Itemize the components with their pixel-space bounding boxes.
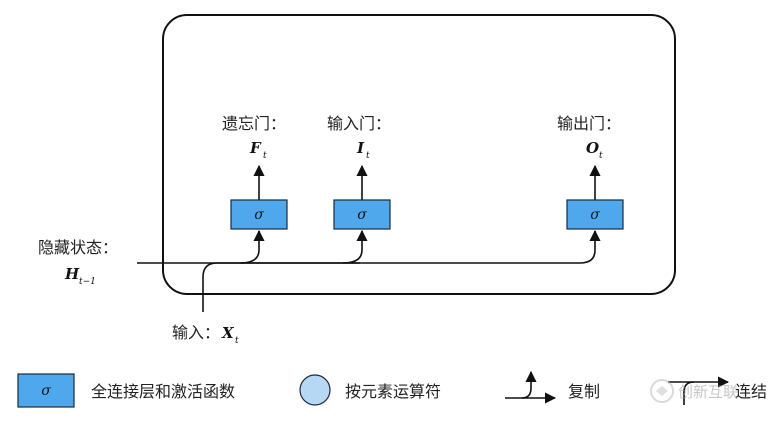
input-gate-sub: t <box>366 151 370 161</box>
input-x-label: 输入： <box>172 323 220 342</box>
forget-gate-box <box>230 199 288 230</box>
watermark-logo-icon <box>650 379 674 403</box>
hidden-state-label: 隐藏状态： <box>38 238 118 257</box>
forget-gate-sub: t <box>263 151 267 161</box>
legend-concat-label: 连结 <box>735 382 767 401</box>
input-x-line <box>202 262 360 312</box>
forget-gate-sigma: σ <box>254 207 264 223</box>
input-gate-label: 输入门： <box>327 114 391 133</box>
watermark: 创新互联 <box>650 379 738 403</box>
output-gate-box <box>566 199 624 230</box>
input-gate-box <box>333 199 391 230</box>
legend-copy-branch <box>521 370 537 399</box>
forget-gate-label: 遗忘门： <box>222 114 286 133</box>
output-gate-sub: t <box>599 151 603 161</box>
input-gate-var: I <box>356 139 365 157</box>
output-gate-var: O <box>586 139 599 157</box>
input-x-sub: t <box>235 336 239 346</box>
hidden-state-sub: t−1 <box>79 277 96 287</box>
legend-elementwise-label: 按元素运算符 <box>345 382 441 401</box>
output-gate-sigma: σ <box>590 207 600 223</box>
legend-fc-box <box>17 373 75 408</box>
legend-concat-branch <box>683 381 695 405</box>
concat-line-output <box>315 229 601 264</box>
legend-elementwise-circle <box>299 374 331 406</box>
legend-fc-label: 全连接层和激活函数 <box>91 382 235 401</box>
branch-input <box>342 229 368 264</box>
branch-forget <box>239 229 265 264</box>
hidden-state-var: H <box>64 265 80 283</box>
input-x-var: X <box>221 324 235 342</box>
forget-gate-var: F <box>249 139 262 157</box>
legend-copy-label: 复制 <box>568 382 600 401</box>
input-gate-sigma: σ <box>357 207 367 223</box>
watermark-text: 创新互联 <box>678 383 738 401</box>
legend-fc-sigma: σ <box>41 383 51 399</box>
lstm-cell-box <box>162 14 676 295</box>
output-gate-label: 输出门： <box>557 114 621 133</box>
